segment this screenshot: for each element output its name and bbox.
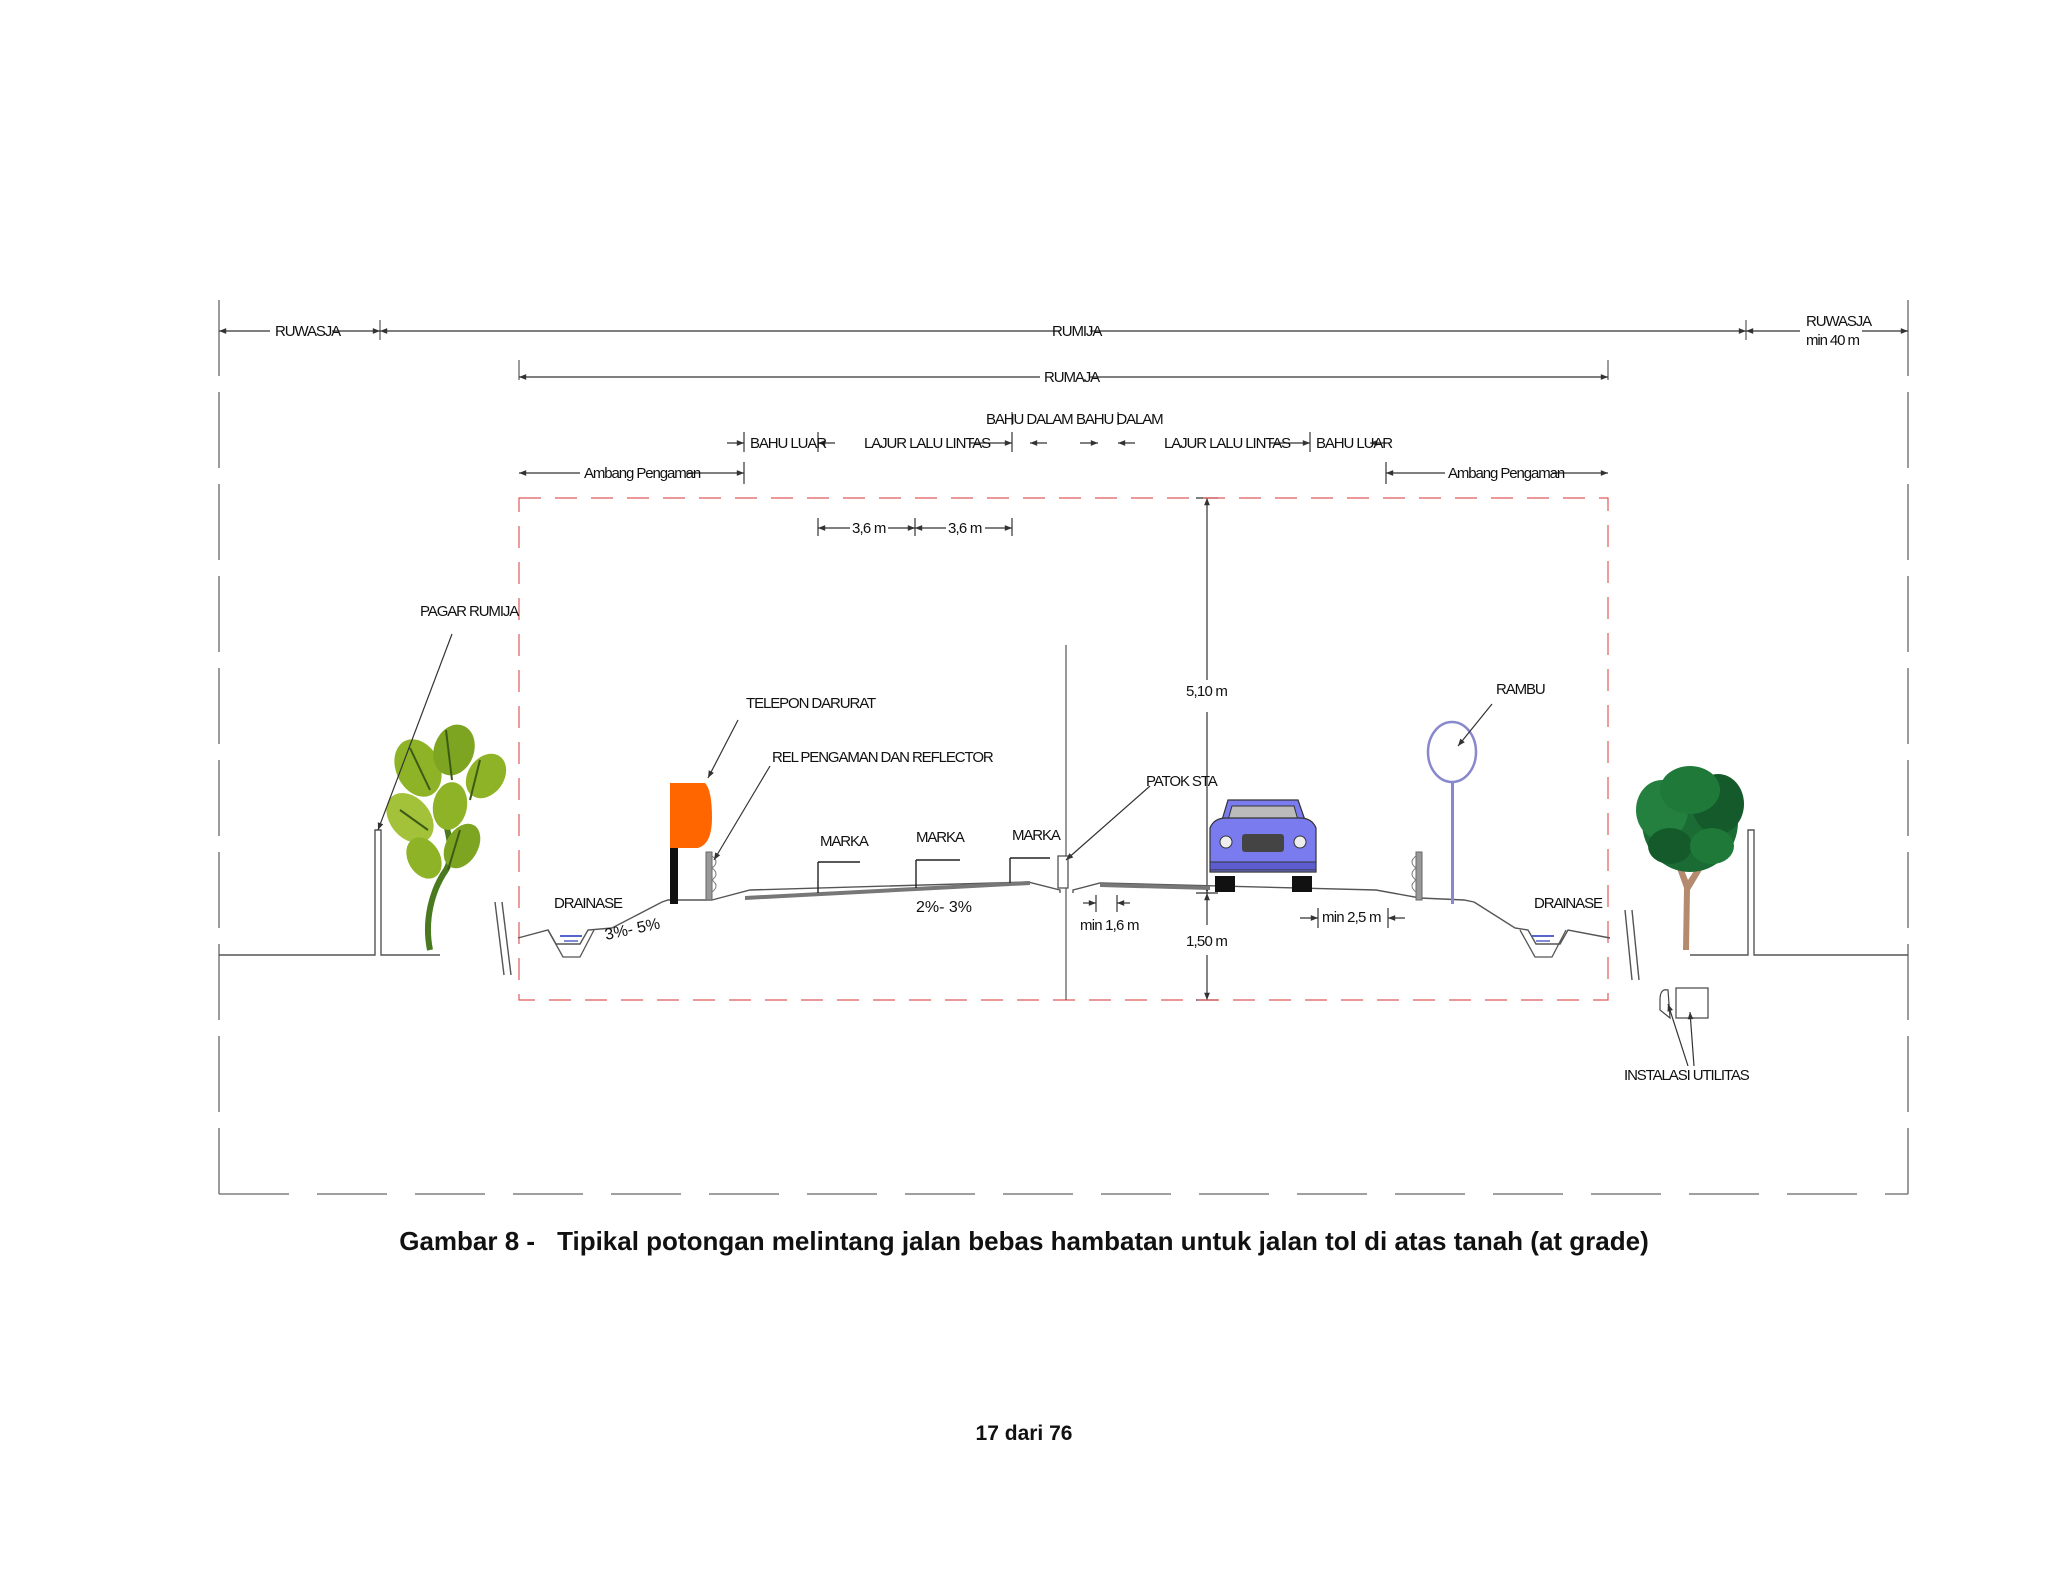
label-rumija: RUMIJA (1052, 323, 1102, 340)
label-bahu-dalam-right: BAHU DALAM (1076, 411, 1163, 428)
label-bahu-dalam-left: BAHU DALAM (986, 411, 1073, 428)
label-drainase-left: DRAINASE (554, 895, 623, 912)
emergency-telephone (670, 783, 712, 904)
label-ambang-left: Ambang Pengaman (584, 465, 701, 482)
guard-rail-left (705, 851, 717, 901)
pavement (745, 881, 1210, 900)
label-telepon-darurat: TELEPON DARURAT (746, 695, 876, 712)
label-min-shoulder: min 2,5 m (1322, 909, 1381, 926)
patok-sta (1057, 855, 1069, 889)
label-patok-sta: PATOK STA (1146, 773, 1218, 790)
label-marka-1: MARKA (820, 833, 869, 850)
page-number: 17 dari 76 (975, 1422, 1073, 1445)
utility-installation (1659, 987, 1709, 1020)
guard-rail-right (1411, 851, 1423, 901)
label-marka-3: MARKA (1012, 827, 1061, 844)
label-rambu: RAMBU (1496, 681, 1545, 698)
decorative-tree-right (1636, 766, 1744, 950)
outer-frame (218, 300, 1909, 1195)
label-ruwasja-right: RUWASJA (1806, 313, 1872, 330)
ground-profile (219, 829, 1908, 981)
leader-lines (377, 633, 1695, 1067)
label-lajur-left: LAJUR LALU LINTAS (864, 435, 991, 452)
figure-title: Tipikal potongan melintang jalan bebas h… (557, 1226, 1649, 1256)
label-drainase-right: DRAINASE (1534, 895, 1603, 912)
label-min-median: min 1,6 m (1080, 917, 1139, 934)
car (1209, 799, 1317, 892)
label-lajur-right: LAJUR LALU LINTAS (1164, 435, 1291, 452)
label-lane-width-2: 3,6 m (948, 520, 982, 537)
label-pagar-rumija: PAGAR RUMIJA (420, 603, 519, 620)
label-ambang-right: Ambang Pengaman (1448, 465, 1565, 482)
label-bahu-luar-left: BAHU LUAR (750, 435, 827, 452)
label-clearance-height: 5,10 m (1186, 683, 1227, 700)
traffic-sign (1426, 720, 1478, 904)
figure-caption: Gambar 8 - Tipikal potongan melintang jal… (0, 1226, 2048, 1257)
clearance-envelope (518, 497, 1609, 1001)
label-bahu-luar-right: BAHU LUAR (1316, 435, 1393, 452)
label-slope-shoulder: 3%- 5% (603, 916, 661, 944)
decorative-plant-left (386, 724, 507, 951)
figure-number: Gambar 8 - (399, 1226, 536, 1256)
label-lane-width-1: 3,6 m (852, 520, 886, 537)
label-ruwasja-left: RUWASJA (275, 323, 341, 340)
label-slope-lane: 2%- 3% (916, 899, 972, 916)
label-instalasi-utilitas: INSTALASI UTILITAS (1624, 1067, 1750, 1084)
label-ruwasja-right-min: min 40 m (1806, 332, 1859, 349)
road-markings (817, 857, 1050, 893)
label-rumaja: RUMAJA (1044, 369, 1100, 386)
drainage-channels (547, 929, 1567, 958)
label-marka-2: MARKA (916, 829, 965, 846)
dimension-lines (219, 328, 1908, 1001)
label-rel-pengaman: REL PENGAMAN DAN REFLECTOR (772, 749, 994, 766)
label-clearance-depth: 1,50 m (1186, 933, 1227, 950)
